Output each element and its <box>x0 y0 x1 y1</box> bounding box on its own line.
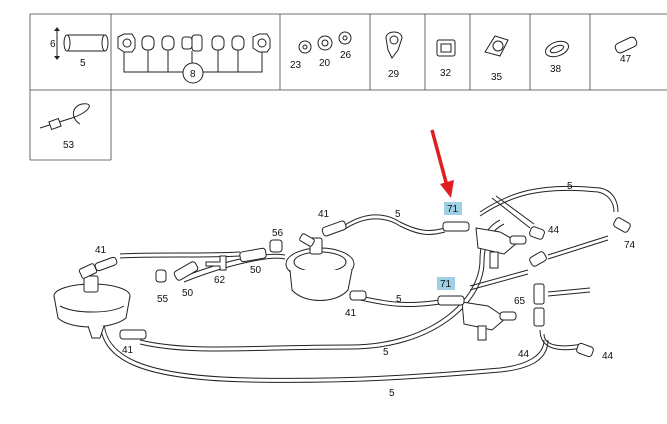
part-label-47: 47 <box>620 54 632 65</box>
part-cell-plug: 47 <box>614 36 638 65</box>
callout-5-lowest: 5 <box>389 388 395 399</box>
highlight-label-71-lower: 71 <box>440 279 452 290</box>
part-label-8: 8 <box>190 69 196 80</box>
callout-5-bot: 5 <box>383 347 389 358</box>
part-label-26: 26 <box>340 50 352 61</box>
part-label-5: 5 <box>80 58 86 69</box>
callout-5-top: 5 <box>567 181 573 192</box>
callout-arrow <box>430 129 454 198</box>
callout-41-top: 41 <box>318 209 330 220</box>
part-cell-washers: 23 20 26 <box>290 31 352 71</box>
highlight-label-71-upper: 71 <box>447 204 459 215</box>
callout-44-c: 44 <box>602 351 614 362</box>
parts-table <box>29 13 667 161</box>
part-label-35: 35 <box>491 72 503 83</box>
part-label-6: 6 <box>50 39 56 50</box>
callout-41-left: 41 <box>95 245 107 256</box>
part-cell-fittings: 8 <box>117 33 271 84</box>
callout-62: 62 <box>214 275 226 286</box>
vacuum-valves <box>437 217 631 358</box>
vacuum-reservoir-left <box>53 256 147 340</box>
diagram-callouts: 5 41 5 44 74 56 41 50 62 55 50 5 41 65 4… <box>95 181 636 399</box>
callout-41-mid: 41 <box>345 308 357 319</box>
part-label-32: 32 <box>440 68 452 79</box>
callout-44-a: 44 <box>548 225 560 236</box>
callout-55: 55 <box>157 294 169 305</box>
part-label-20: 20 <box>319 58 331 69</box>
part-cell-tube: 6 5 <box>50 27 109 69</box>
part-cell-cable-tie: 53 <box>39 103 90 151</box>
small-connectors <box>155 220 347 283</box>
callout-5-b: 5 <box>396 294 402 305</box>
highlight-71-upper: 71 <box>444 202 462 215</box>
part-cell-clip: 29 <box>385 31 403 80</box>
callout-56: 56 <box>272 228 284 239</box>
callout-5-mid: 5 <box>395 209 401 220</box>
vacuum-reservoir-middle <box>285 233 367 301</box>
callout-65: 65 <box>514 296 526 307</box>
callout-50-a: 50 <box>250 265 262 276</box>
part-cell-clamp: 35 <box>484 35 509 83</box>
callout-44-b: 44 <box>518 349 530 360</box>
part-label-29: 29 <box>388 69 400 80</box>
highlight-71-lower: 71 <box>437 277 455 290</box>
callout-41-bot: 41 <box>122 345 134 356</box>
callout-74: 74 <box>624 240 636 251</box>
part-label-23: 23 <box>290 60 302 71</box>
callout-50-b: 50 <box>182 288 194 299</box>
part-label-38: 38 <box>550 64 562 75</box>
part-cell-grommet: 38 <box>544 40 570 75</box>
part-cell-bracket: 32 <box>436 39 456 79</box>
part-label-53: 53 <box>63 140 75 151</box>
